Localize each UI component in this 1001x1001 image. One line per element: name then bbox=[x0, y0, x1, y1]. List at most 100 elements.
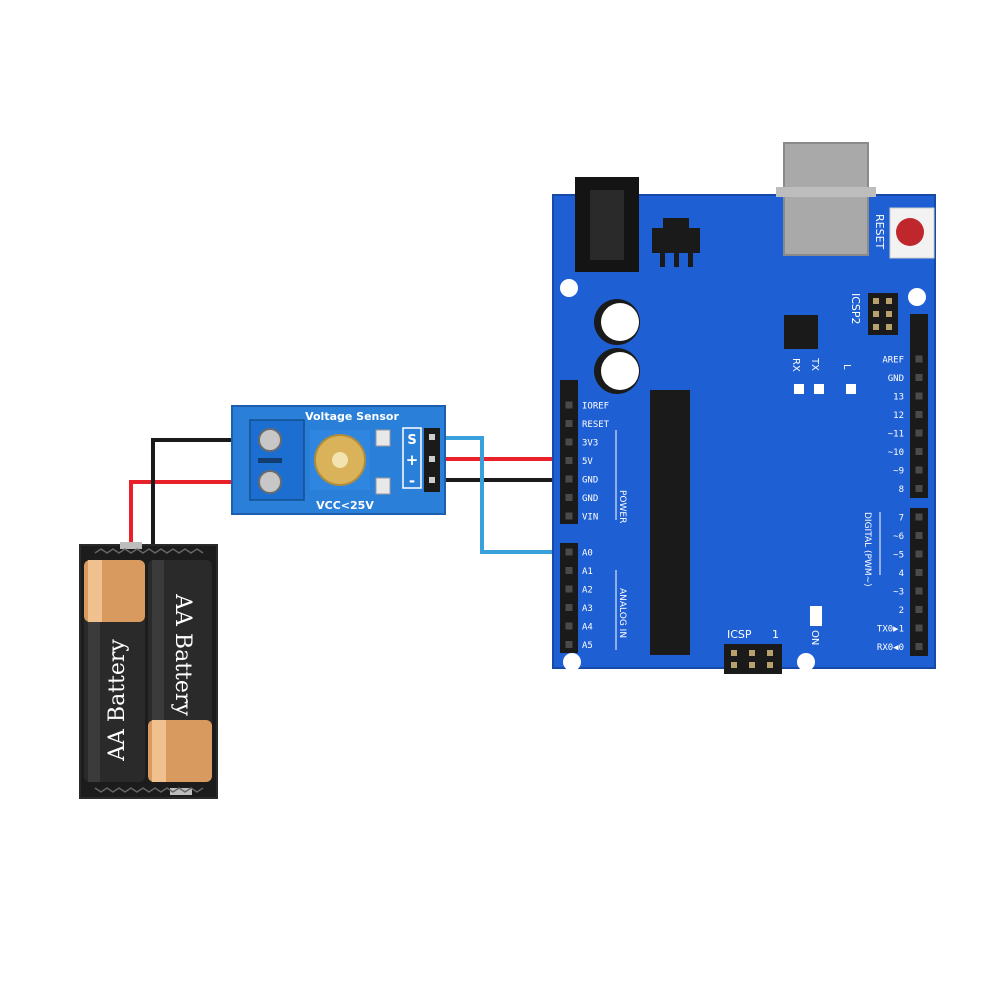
analog-pin-label: A2 bbox=[582, 586, 593, 596]
power-pin-socket bbox=[565, 401, 573, 409]
analog-pin-label: A0 bbox=[582, 549, 593, 559]
analog-header bbox=[560, 543, 578, 653]
power-pin-label: VIN bbox=[582, 513, 598, 523]
power-pin-socket bbox=[565, 420, 573, 427]
rx-label: RX bbox=[790, 358, 801, 372]
digital-upper-pin-label: AREF bbox=[882, 356, 904, 366]
mount-hole-4 bbox=[797, 653, 815, 671]
power-group-label: POWER bbox=[617, 490, 627, 523]
arduino-uno-board: RESET ICSP2 TX RX L ON ICSP 1 bbox=[552, 142, 936, 674]
digital-upper-pin-socket bbox=[915, 448, 923, 455]
power-pin-socket bbox=[565, 494, 573, 501]
digital-lower-pin-socket bbox=[915, 643, 923, 650]
wire-battery-negative bbox=[151, 438, 268, 545]
sensor-pin-label-minus: - bbox=[409, 472, 415, 490]
icsp2-header bbox=[868, 293, 898, 335]
analog-pin-label: A5 bbox=[582, 641, 593, 651]
l-label: L bbox=[841, 364, 852, 370]
power-header bbox=[560, 380, 578, 524]
digital-lower-pin-label: ~3 bbox=[893, 588, 904, 598]
digital-upper-pin-socket bbox=[915, 374, 923, 381]
digital-upper-pin-socket bbox=[915, 411, 923, 418]
mount-hole-2 bbox=[908, 288, 926, 306]
digital-upper-pin-socket bbox=[915, 355, 923, 363]
on-label: ON bbox=[809, 630, 820, 645]
analog-pin-socket bbox=[565, 548, 573, 556]
usb-connector bbox=[783, 142, 869, 256]
analog-pin-socket bbox=[565, 604, 573, 611]
sensor-pin-label-plus: + bbox=[406, 451, 419, 469]
digital-upper-pin-label: ~11 bbox=[888, 430, 904, 440]
wires bbox=[129, 436, 568, 554]
battery-left: AA Battery bbox=[84, 560, 145, 782]
voltage-sensor-module: Voltage Sensor VCC<25V S + - bbox=[231, 405, 446, 515]
power-pin-socket bbox=[565, 457, 573, 464]
battery-right: AA Battery bbox=[148, 560, 212, 782]
digital-lower-pin-socket bbox=[915, 532, 923, 539]
analog-pin-label: A1 bbox=[582, 567, 593, 577]
analog-pin-socket bbox=[565, 567, 573, 574]
capacitor-2 bbox=[594, 348, 640, 394]
resistor-bottom bbox=[375, 477, 391, 495]
digital-upper-pin-socket bbox=[915, 392, 923, 400]
power-pin-label: 3V3 bbox=[582, 439, 598, 449]
sensor-title: Voltage Sensor bbox=[305, 410, 399, 423]
digital-lower-pin-socket bbox=[915, 587, 923, 595]
digital-lower-pin-socket bbox=[915, 513, 923, 521]
digital-lower-pin-label: ~6 bbox=[893, 532, 904, 542]
power-pin-label: GND bbox=[582, 476, 598, 486]
power-pin-socket bbox=[565, 438, 573, 446]
spring-bottom bbox=[94, 787, 204, 793]
atmega-chip bbox=[650, 390, 690, 655]
wire-battery-positive bbox=[129, 480, 268, 545]
battery-contact-top-left bbox=[120, 542, 142, 549]
reset-label: RESET bbox=[873, 214, 886, 250]
analog-pin-socket bbox=[565, 585, 573, 593]
digital-lower-pin-socket bbox=[915, 606, 923, 613]
battery-left-label: AA Battery bbox=[105, 639, 130, 762]
on-led bbox=[810, 606, 822, 626]
power-pin-label: RESET bbox=[582, 420, 610, 430]
digital-lower-pin-label: 2 bbox=[899, 606, 904, 616]
screw-top bbox=[258, 428, 282, 452]
digital-lower-pin-socket bbox=[915, 550, 923, 558]
digital-upper-pin-socket bbox=[915, 466, 923, 474]
mount-hole-3 bbox=[563, 653, 581, 671]
tx-label: TX bbox=[809, 357, 820, 371]
digital-upper-pin-socket bbox=[915, 485, 923, 492]
battery-right-label: AA Battery bbox=[170, 593, 195, 716]
icsp-pin1-label: 1 bbox=[772, 628, 779, 641]
resistor-top bbox=[375, 429, 391, 447]
digital-upper-pin-label: 12 bbox=[893, 411, 904, 421]
digital-upper-pin-label: 8 bbox=[899, 485, 904, 495]
icsp-header bbox=[724, 644, 782, 674]
reset-button-cap[interactable] bbox=[896, 218, 924, 246]
analog-pin-socket bbox=[565, 641, 573, 648]
digital-lower-pin-label: ~5 bbox=[893, 551, 904, 561]
digital-lower-pin-label: RX0◀0 bbox=[877, 643, 904, 653]
digital-lower-pin-label: 4 bbox=[899, 569, 904, 579]
digital-header-upper bbox=[910, 314, 928, 498]
icsp-label: ICSP bbox=[727, 628, 752, 641]
digital-upper-pin-label: GND bbox=[888, 374, 904, 384]
digital-lower-pin-socket bbox=[915, 624, 923, 632]
analog-group-label: ANALOG IN bbox=[617, 588, 627, 638]
l-led bbox=[846, 384, 856, 394]
power-pin-label: IOREF bbox=[582, 402, 609, 412]
sensor-pin-label-s: S bbox=[407, 433, 416, 448]
power-pin-socket bbox=[565, 512, 573, 520]
usb-chip bbox=[784, 315, 818, 349]
analog-pin-socket bbox=[565, 622, 573, 630]
tx-led bbox=[814, 384, 824, 394]
spring-top bbox=[94, 548, 204, 554]
digital-upper-pin-label: ~9 bbox=[893, 467, 904, 477]
digital-upper-pin-label: 13 bbox=[893, 393, 904, 403]
icsp2-label: ICSP2 bbox=[849, 293, 862, 325]
power-pin-label: GND bbox=[582, 494, 598, 504]
capacitor-1 bbox=[594, 299, 640, 345]
digital-header-lower bbox=[910, 508, 928, 656]
mount-hole-1 bbox=[560, 279, 578, 297]
digital-lower-pin-label: TX0▶1 bbox=[877, 625, 904, 635]
digital-upper-pin-label: ~10 bbox=[888, 448, 904, 458]
